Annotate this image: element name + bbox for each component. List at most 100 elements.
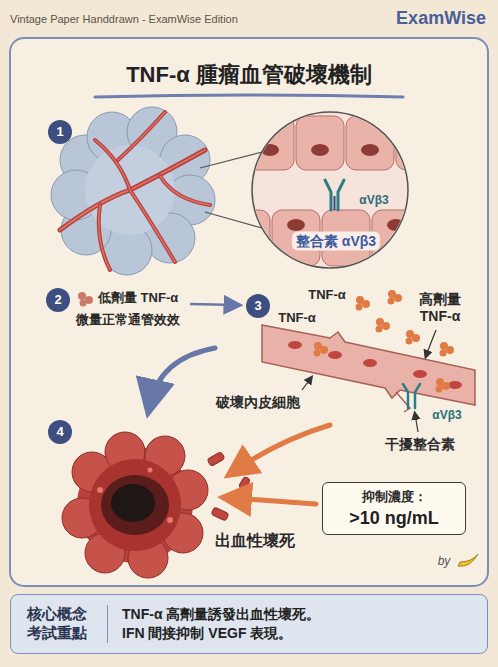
curved-arrow (150, 348, 215, 404)
step-circles (48, 420, 72, 444)
tnf-molecules (356, 304, 363, 311)
step-text: 低劑量 TNF-α (98, 290, 178, 306)
tnf-label: TNF-α (308, 287, 346, 303)
tnf-label: TNF-α (278, 310, 316, 326)
damaged-vessel (413, 370, 427, 378)
orange-arrows (232, 425, 330, 504)
endothelium-zoom (261, 144, 279, 156)
damaged-vessel (403, 384, 420, 408)
curved-arrow (150, 348, 215, 404)
orange-arrows (236, 425, 330, 470)
tumor-with-vessels (95, 112, 210, 270)
leader-lines (415, 414, 418, 432)
vessel-fragments (238, 476, 250, 490)
threshold-box: 抑制濃度： >10 ng/mL (322, 482, 466, 535)
box-value: >10 ng/mL (335, 508, 453, 529)
band-text: TNF-α 高劑量誘發出血性壞死。 IFN 間接抑制 VEGF 表現。 (107, 605, 338, 643)
integrin-label: αVβ3 (432, 408, 461, 422)
banana-icon (458, 554, 478, 566)
necrotic-tumor (145, 436, 185, 476)
zoom-lines (200, 152, 262, 168)
title: TNF-α 腫瘤血管破壞機制 (0, 60, 498, 90)
necrotic-tumor (89, 459, 181, 551)
necrotic-tumor (97, 487, 103, 493)
dose-label: 高劑量 TNF-α (408, 291, 472, 325)
tnf-molecules (406, 338, 413, 345)
leader-lines (302, 378, 311, 390)
tumor-with-vessels (95, 112, 210, 270)
tumor-with-vessels (60, 150, 205, 230)
endothelium-zoom (346, 116, 394, 170)
step-arrow (190, 304, 236, 305)
damaged-vessel (328, 351, 342, 359)
vessel-fragments (211, 507, 229, 521)
tnf-molecules (394, 294, 402, 302)
effect-label: 干擾整合素 (381, 435, 459, 454)
leader-lines (426, 330, 436, 356)
necrotic-tumor (62, 432, 208, 578)
integrin-caption: 整合素 αVβ3 (292, 232, 380, 251)
tnf-molecules (320, 346, 328, 354)
endothelium-zoom (361, 144, 379, 156)
tnf-molecules (382, 322, 390, 330)
tnf-molecules (362, 300, 370, 308)
paper-ground (10, 38, 488, 586)
integrin-label: αVβ3 (355, 192, 392, 208)
step-circles (48, 120, 72, 144)
damaged-vessel (448, 381, 462, 389)
endothelium-zoom (246, 116, 294, 170)
low-dose-icon (80, 300, 87, 307)
endothelium-zoom (222, 112, 444, 268)
step-circles (46, 288, 70, 312)
low-dose-icon (78, 292, 93, 307)
tnf-molecules (446, 346, 454, 354)
effect-label: 破壞內皮細胞 (212, 393, 304, 412)
endothelium-zoom (311, 144, 329, 156)
endothelium-zoom (287, 219, 305, 231)
tumor-with-vessels (60, 150, 205, 230)
necrotic-tumor (167, 517, 173, 523)
signature: by (438, 554, 451, 568)
step-text: 微量正常通管效效 (76, 312, 180, 328)
endothelium-zoom (387, 219, 405, 231)
summary-band: 核心概念 考試重點 TNF-α 高劑量誘發出血性壞死。 IFN 間接抑制 VEGF… (10, 594, 488, 654)
damaged-vessel (363, 359, 377, 367)
endothelium-zoom (252, 112, 408, 268)
tnf-molecules (442, 382, 450, 390)
banana-icon (458, 554, 478, 566)
header-note: Vintage Paper Handdrawn - ExamWise Editi… (10, 13, 238, 26)
tnf-molecules (388, 298, 395, 305)
box-heading: 抑制濃度： (335, 488, 453, 506)
result-label: 出血性壞死 (211, 530, 299, 551)
endothelium-zoom (222, 210, 270, 266)
brand-logo: ExamWise (396, 8, 486, 30)
endothelium-zoom (396, 116, 444, 170)
vessel-fragments (207, 452, 225, 467)
band-heading: 核心概念 考試重點 (21, 605, 93, 643)
tnf-molecules (440, 350, 447, 357)
necrotic-tumor (111, 484, 155, 522)
step-arrow (190, 304, 236, 305)
callout-number: 3 (254, 298, 261, 314)
necrotic-tumor (101, 475, 169, 535)
tnf-molecules (376, 326, 383, 333)
endothelium-zoom (334, 196, 336, 210)
paper-ground (95, 95, 403, 97)
zoom-lines (205, 212, 262, 228)
orange-arrows (232, 498, 316, 504)
tumor-with-vessels (51, 107, 215, 275)
endothelium-zoom (325, 180, 344, 210)
damaged-vessel (288, 341, 302, 349)
low-dose-icon (78, 292, 86, 300)
tnf-molecules (412, 334, 420, 342)
tnf-molecules (314, 350, 321, 357)
callout-number: 2 (54, 292, 61, 308)
endothelium-zoom (222, 116, 444, 266)
endothelium-zoom (296, 116, 344, 170)
tnf-molecules (436, 386, 443, 393)
callout-number: 1 (56, 124, 63, 140)
